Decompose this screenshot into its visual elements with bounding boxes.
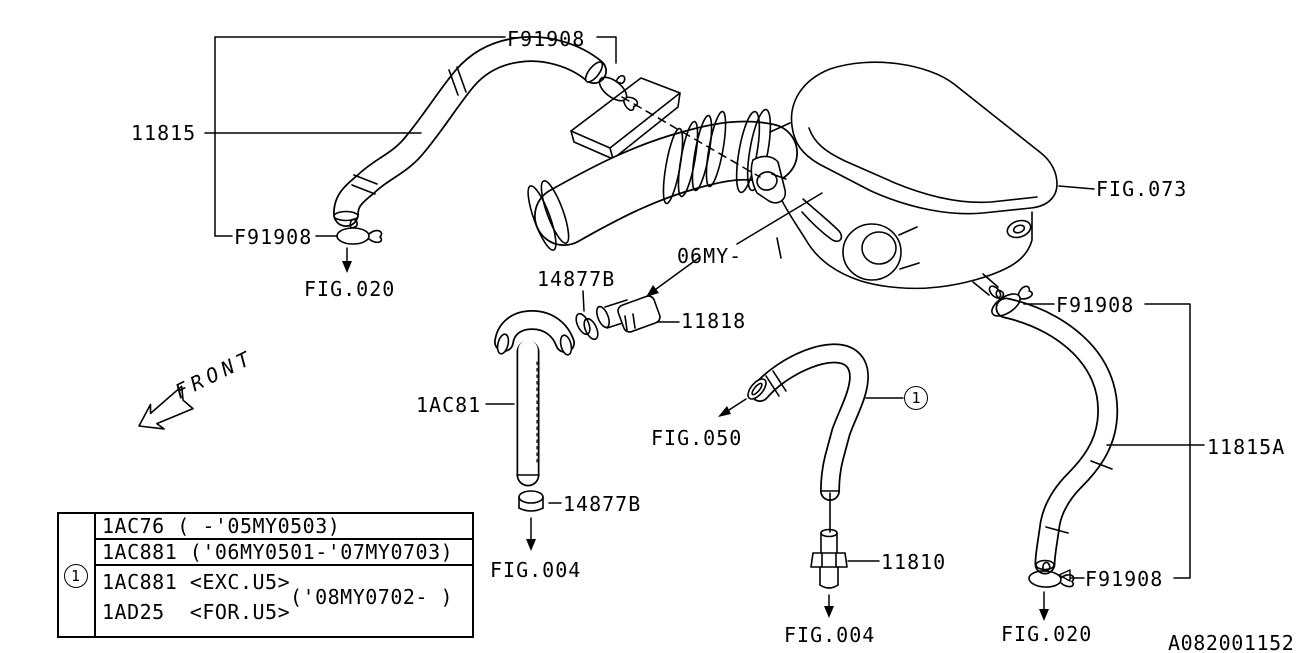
table-row3-code-for: 1AD25 <FOR.U5> [102, 600, 291, 624]
label-fig-004-right: FIG.004 [784, 623, 876, 647]
label-f91908-bottom: F91908 [1085, 567, 1164, 591]
table-ref-column: 1 [59, 514, 96, 636]
label-11818: 11818 [681, 309, 747, 333]
label-fig-073: FIG.073 [1096, 177, 1188, 201]
assembly-dashed-line [621, 96, 761, 178]
label-06my: 06MY- [677, 244, 743, 268]
label-14877b-lower: 14877B [563, 492, 642, 516]
label-f91908-left: F91908 [234, 225, 313, 249]
label-fig-050: FIG.050 [651, 426, 743, 450]
grommet-14877b-upper-drawing [575, 312, 599, 341]
label-fig-020-left: FIG.020 [304, 277, 396, 301]
pcv-hose-callout1-drawing [747, 343, 869, 533]
label-1ac81: 1AC81 [416, 393, 482, 417]
leader-lines [204, 36, 1205, 612]
label-11815: 11815 [131, 121, 197, 145]
label-f91908-right: F91908 [1056, 293, 1135, 317]
hose-11815a-drawing [995, 297, 1119, 575]
hose-1ac81-drawing [494, 310, 575, 512]
table-row3-range: ('08MY0702- ) [290, 585, 454, 609]
hose-11815-drawing [333, 36, 607, 227]
intake-duct-drawing [527, 108, 798, 251]
bushing-14877b-lower-drawing [518, 490, 544, 512]
label-11815a: 11815A [1207, 435, 1286, 459]
label-fig-020-right: FIG.020 [1001, 622, 1093, 646]
air-cleaner-drawing [773, 61, 1058, 299]
clamp-f91908-bottom [1027, 560, 1076, 590]
label-fig-004-left: FIG.004 [490, 558, 582, 582]
connector-11810-drawing [810, 528, 848, 589]
table-row-1ac881-1ad25: 1AC881 <EXC.U5> 1AD25 <FOR.U5> ('08MY070… [96, 566, 472, 653]
label-14877b-upper: 14877B [537, 267, 616, 291]
table-row-1ac76: 1AC76 ( -'05MY0503) [96, 514, 472, 540]
callout-1-marker: 1 [904, 386, 928, 410]
table-row3-code-exc: 1AC881 <EXC.U5> [102, 570, 291, 594]
label-11810: 11810 [881, 550, 947, 574]
table-rows: 1AC76 ( -'05MY0503) 1AC881 ('06MY0501-'0… [96, 514, 472, 636]
table-row-1ac881: 1AC881 ('06MY0501-'07MY0703) [96, 540, 472, 566]
air-scoop-drawing [570, 77, 681, 160]
leader-arrowheads [342, 261, 1049, 621]
applicability-table: 1 1AC76 ( -'05MY0503) 1AC881 ('06MY0501-… [57, 512, 474, 638]
drawing-number: A082001152 [1168, 631, 1295, 653]
front-direction-arrow [138, 385, 194, 430]
table-callout-1: 1 [63, 564, 88, 588]
pcv-valve-11818-drawing [595, 295, 661, 333]
label-f91908-top: F91908 [507, 27, 586, 51]
